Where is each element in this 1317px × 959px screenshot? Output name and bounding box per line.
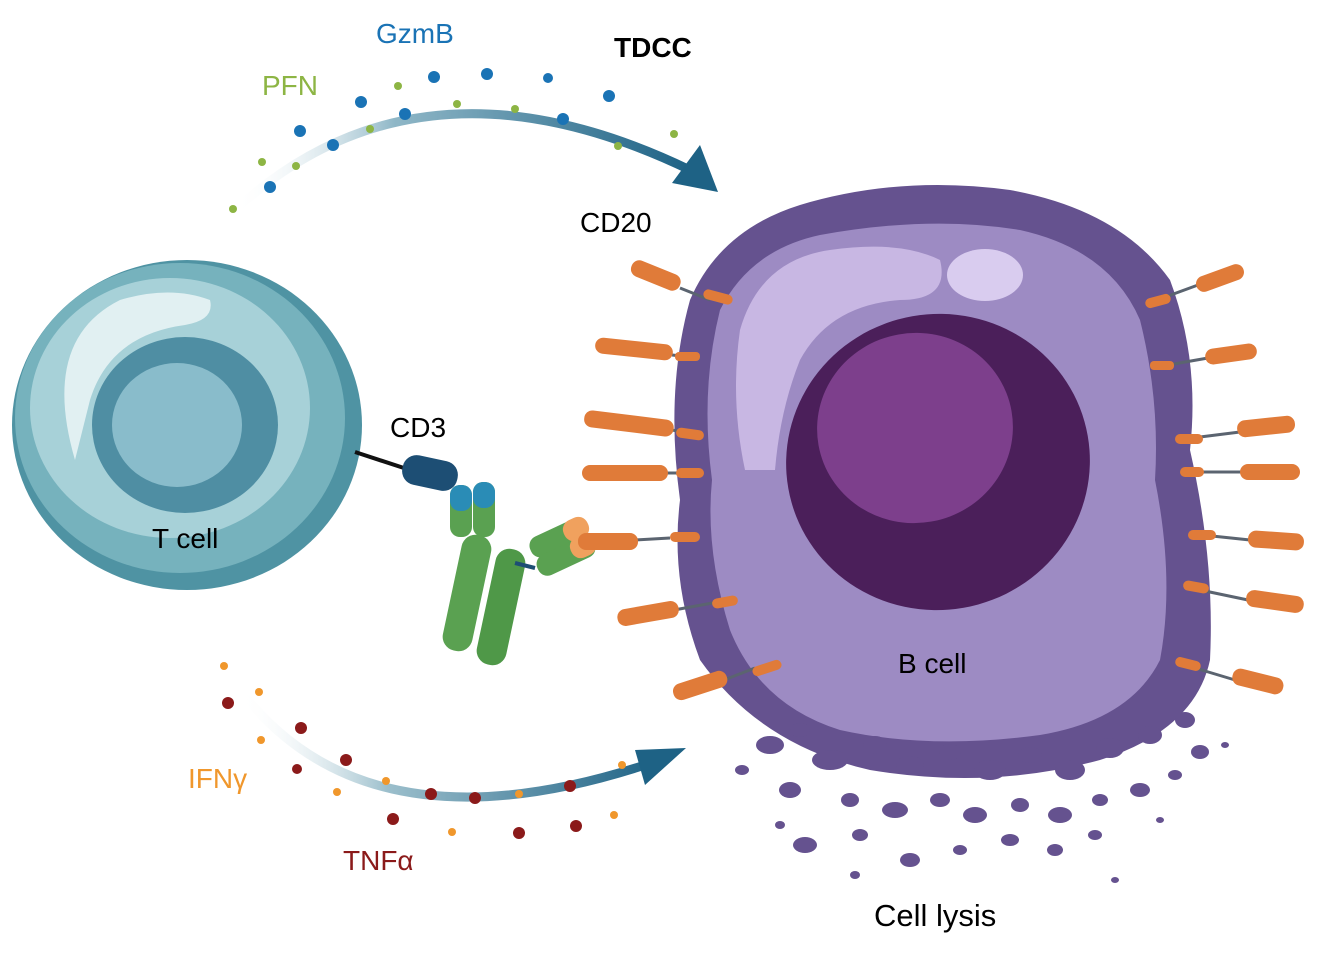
- tdcc-label: TDCC: [614, 32, 692, 63]
- gzmb-label: GzmB: [376, 18, 454, 49]
- ifng-particles: [220, 662, 626, 836]
- t-cell-label: T cell: [152, 523, 219, 554]
- cell-lysis-label: Cell lysis: [874, 898, 997, 933]
- tnfa-particles: [222, 697, 582, 839]
- b-cell-label: B cell: [898, 648, 967, 679]
- cd20-receptors-left-heads: [578, 260, 782, 701]
- cytokine-arrow: [235, 685, 686, 802]
- cd3-tether: [354, 450, 411, 472]
- bispecific-antibody: [402, 455, 597, 666]
- ifng-label: IFNγ: [188, 763, 248, 794]
- gzmb-particles: [264, 68, 615, 193]
- cd20-receptors-right: [1167, 283, 1251, 682]
- lysis-debris: [735, 712, 1229, 883]
- pfn-particles: [229, 82, 678, 213]
- t-cell: [12, 260, 362, 590]
- tnfa-label: TNFα: [343, 845, 414, 876]
- cd20-label: CD20: [580, 207, 652, 238]
- cd3-label: CD3: [390, 412, 447, 443]
- pfn-label: PFN: [262, 70, 318, 101]
- tdcc-arrow: [230, 109, 718, 215]
- b-cell: [674, 185, 1211, 778]
- cd20-receptors-right-heads: [1145, 264, 1304, 695]
